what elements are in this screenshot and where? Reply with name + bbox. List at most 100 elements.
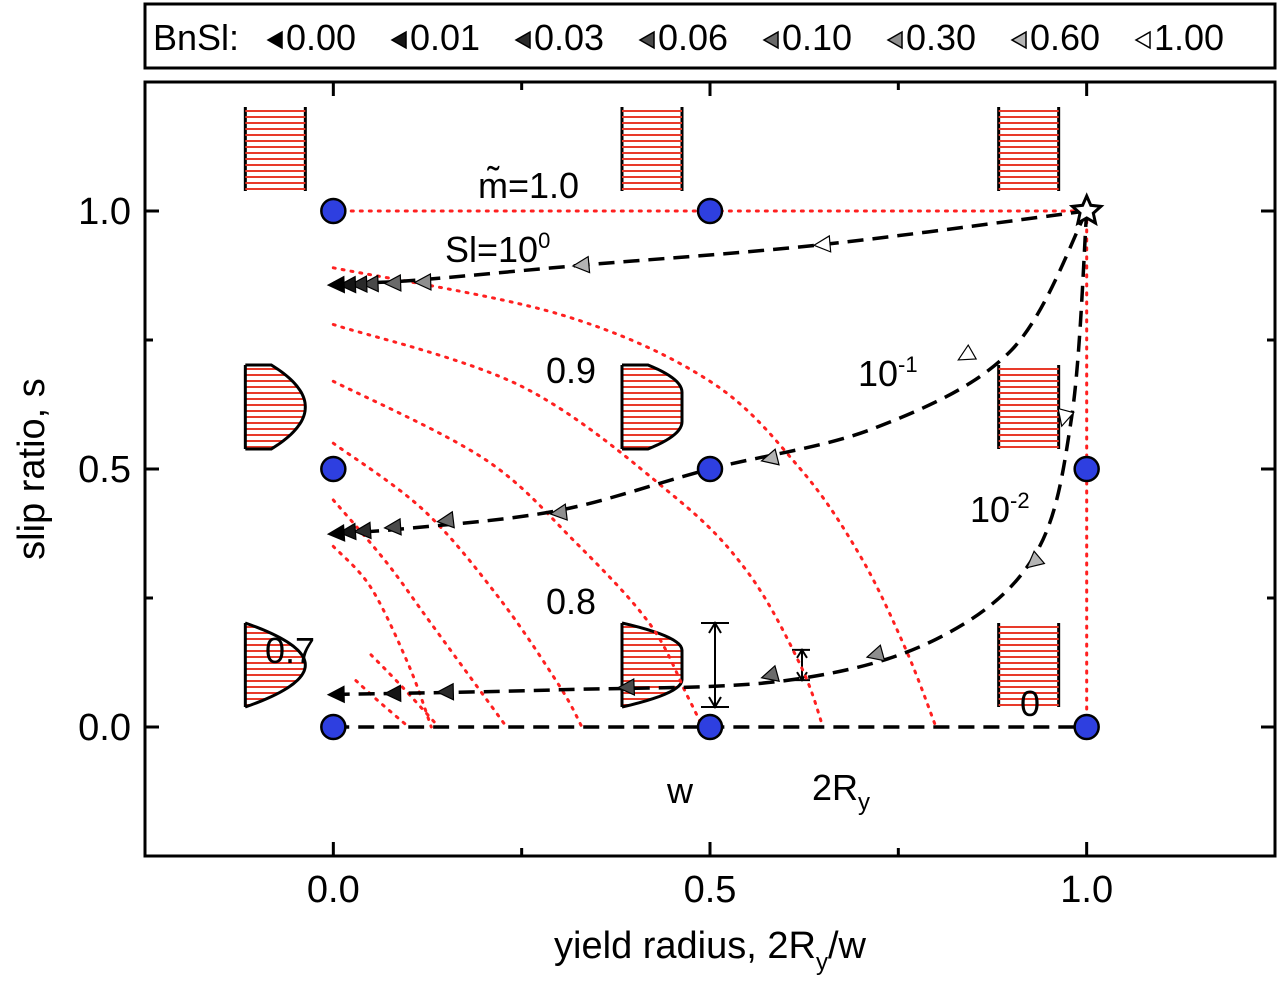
legend-label: 0.01	[410, 17, 480, 58]
trajectory-marker	[353, 521, 372, 540]
x-tick-label: 0.0	[307, 869, 360, 911]
series-label-sl-1e0-exp: 0	[538, 228, 550, 253]
contour-label-07: 0.7	[265, 630, 315, 671]
contour-line	[331, 323, 825, 729]
x-axis-title: yield radius, 2Ry/w	[554, 925, 866, 976]
trajectory-marker	[383, 517, 402, 536]
profile-parabola-slip	[243, 363, 307, 451]
series-label-sl-1e0: Sl=100	[445, 228, 550, 270]
contour-line	[331, 441, 584, 729]
series-label-sl-1e-1: 10-1	[858, 352, 918, 394]
start-star-marker	[1068, 192, 1105, 227]
contour-line	[331, 266, 938, 729]
x-tick-label: 0.5	[684, 869, 737, 911]
legend-marker	[1010, 30, 1027, 50]
inset-label-2ry: 2Ry	[812, 767, 870, 816]
trajectory-marker	[383, 273, 402, 292]
trajectory-marker	[957, 343, 978, 361]
trajectory-marker	[383, 684, 402, 703]
legend-marker	[638, 30, 655, 50]
trajectory-line	[333, 210, 1089, 536]
profile-curve	[621, 621, 684, 709]
series-label-sl-1e-2-exp: -2	[1010, 488, 1030, 513]
trajectory-marker	[865, 644, 886, 662]
trajectory-marker	[760, 448, 780, 466]
trajectory-marker	[326, 275, 346, 294]
trajectory-marker	[812, 234, 832, 253]
x-axis-title-sub: y	[816, 949, 828, 976]
annotations: m̃=1.0 0.9 0.8 0.7 0 Sl=100 10-1 10-2 w …	[265, 165, 1040, 816]
state-node	[320, 455, 347, 483]
profile-plug	[243, 107, 307, 191]
trajectory-marker	[571, 255, 591, 274]
profile-curve	[244, 621, 307, 709]
legend-marker	[266, 30, 283, 50]
trajectory-marker	[338, 522, 357, 541]
profile-plug	[997, 623, 1061, 707]
legend-marker	[390, 30, 407, 50]
legend-marker	[886, 30, 903, 50]
trajectory-marker	[326, 685, 345, 704]
trajectory-marker	[760, 664, 780, 683]
trajectory-marker	[360, 274, 379, 293]
contour-label-m1: m̃=1.0	[478, 165, 579, 206]
trajectory-marker	[616, 678, 636, 696]
profile-parabola	[243, 621, 307, 709]
trajectory-marker	[413, 272, 432, 291]
legend-box	[143, 2, 1277, 70]
contour-line	[369, 653, 441, 729]
x-axis-title-main: yield radius, 2R	[554, 925, 816, 967]
x-tick-label: 1.0	[1060, 869, 1113, 911]
state-node	[696, 713, 724, 741]
contour-label-09: 0.9	[546, 350, 596, 391]
state-node	[696, 455, 724, 483]
profile-plug	[620, 107, 684, 191]
legend-label: 0.10	[782, 17, 852, 58]
series-label-sl-1e0-base: Sl=10	[445, 229, 538, 270]
y-tick-label: 0.5	[78, 449, 131, 491]
legend-marker	[514, 30, 531, 50]
y-tick-label: 1.0	[78, 191, 131, 233]
y-tick-label: 0.0	[78, 707, 131, 749]
trajectory-marker	[338, 275, 357, 294]
trajectory-line	[333, 209, 1087, 285]
inset-label-2ry-base: 2R	[812, 767, 858, 808]
legend-label: 0.03	[534, 17, 604, 58]
contour-label-0: 0	[1020, 683, 1040, 724]
trajectory-line	[333, 210, 1089, 697]
x-axis-title-tail: /w	[828, 925, 867, 967]
state-node	[1073, 455, 1100, 483]
series-label-sl-1e-1-exp: -1	[898, 352, 918, 377]
trajectory-marker	[326, 524, 346, 542]
trajectory-marker	[436, 510, 455, 529]
series-label-sl-1e-1-base: 10	[858, 353, 898, 394]
profile-curve	[622, 363, 684, 451]
legend-label: 1.00	[1154, 17, 1224, 58]
trajectory-marker	[435, 682, 455, 701]
legend-label: 0.30	[906, 17, 976, 58]
axis-ticks: 0.0 0.5 1.0 0.0 0.5 1.0	[78, 82, 1275, 911]
contour-label-08: 0.8	[546, 581, 596, 622]
legend-marker	[1134, 30, 1151, 50]
profile-curve	[245, 363, 307, 451]
legend-label: 0.06	[658, 17, 728, 58]
profile-bingham-slip	[620, 363, 684, 451]
inset-label-2ry-sub: y	[858, 789, 870, 816]
inset-label-w: w	[666, 770, 694, 811]
y-axis-title: slip ratio, s	[11, 378, 53, 560]
contour-line	[331, 544, 433, 729]
state-node	[320, 197, 347, 225]
trajectory-marker	[1057, 407, 1075, 428]
series-label-sl-1e-2-base: 10	[970, 489, 1010, 530]
state-node	[1073, 713, 1100, 741]
state-node	[696, 197, 724, 225]
profile-plug	[997, 107, 1061, 191]
legend-title: BnSl:	[153, 17, 239, 58]
legend-label: 0.60	[1030, 17, 1100, 58]
trajectory-marker	[349, 275, 368, 294]
velocity-profiles	[243, 107, 1061, 709]
legend-marker	[762, 30, 779, 50]
